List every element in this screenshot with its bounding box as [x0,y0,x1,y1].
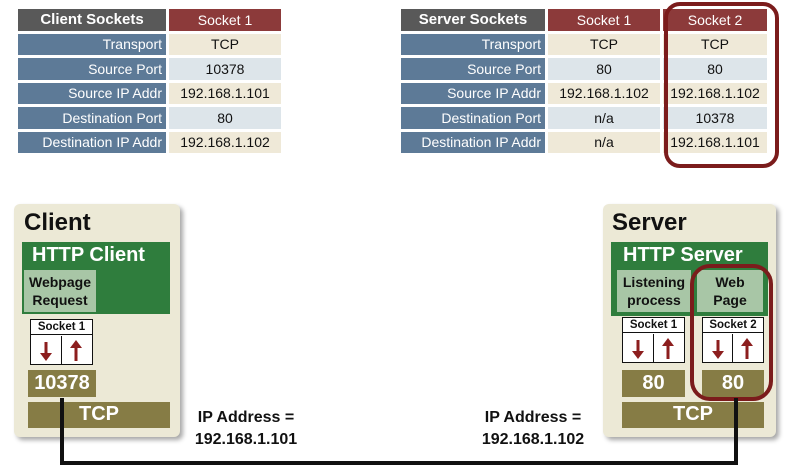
server-s1-transport: TCP [548,33,660,55]
webpage-request-line-1: Webpage [29,274,91,290]
client-s1-destination-ip: 192.168.1.102 [169,131,281,153]
client-sockets-table: Client Sockets Socket 1 Transport TCP So… [15,6,284,156]
row-label-source-ip: Source IP Addr [18,82,166,104]
client-socket-1: Socket 1 [30,319,93,365]
row-label-transport: Transport [18,33,166,55]
web-page-line-2: Page [713,292,747,308]
client-socket-arrows [40,340,82,361]
server-socket-1-header: Socket 1 [548,9,660,31]
server-port-80-webpage: 80 [702,370,764,397]
client-s1-destination-port: 80 [169,107,281,129]
server-s1-source-ip: 192.168.1.102 [548,82,660,104]
server-s1-destination-ip: n/a [548,131,660,153]
server-socket-2-label: Socket 2 [703,318,763,333]
client-host: Client HTTP Client Webpage Request Socke… [14,204,180,437]
client-port-10378: 10378 [28,370,96,397]
client-s1-source-port: 10378 [169,58,281,80]
row-label-destination-ip: Destination IP Addr [18,131,166,153]
row-label-source-port: Source Port [401,58,545,80]
server-socket-1-label: Socket 1 [623,318,684,333]
down-arrow-icon [632,340,644,359]
client-tcp-layer: TCP [28,402,170,428]
server-sockets-table: Server Sockets Socket 1 Socket 2 Transpo… [398,6,770,156]
server-socket-1: Socket 1 [622,317,685,363]
server-sockets-title: Server Sockets [401,9,545,31]
down-arrow-icon [712,340,724,359]
listening-process-box: Listening process [617,270,691,312]
client-socket-1-label: Socket 1 [31,320,92,335]
server-ip-address-label: IP Address = 192.168.1.102 [481,409,585,448]
socket-2-column-highlight [664,2,779,168]
server-title: Server [612,209,687,236]
row-label-source-port: Source Port [18,58,166,80]
row-label-transport: Transport [401,33,545,55]
webpage-request-line-2: Request [32,292,88,308]
server-socket-2-header: Socket 2 [663,9,767,31]
http-server-title: HTTP Server [623,244,743,266]
server-s1-source-port: 80 [548,58,660,80]
server-socket-2: Socket 2 [702,317,764,363]
web-page-line-1: Web [715,274,745,290]
server-s2-destination-port: 10378 [663,107,767,129]
up-arrow-icon [741,338,753,359]
webpage-request-box: Webpage Request [24,270,96,312]
listening-line-1: Listening [622,274,686,290]
socket-2-stack-highlight [690,264,773,401]
server-port-80-listening: 80 [622,370,685,397]
client-s1-source-ip: 192.168.1.101 [169,82,281,104]
client-s1-transport: TCP [169,33,281,55]
client-title: Client [24,209,91,236]
server-s1-destination-port: n/a [548,107,660,129]
up-arrow-icon [70,340,82,361]
server-s2-destination-ip: 192.168.1.101 [663,131,767,153]
row-label-destination-port: Destination Port [18,107,166,129]
server-tcp-layer: TCP [622,402,764,428]
client-ip-address-label: IP Address = 192.168.1.101 [194,409,298,448]
row-label-source-ip: Source IP Addr [401,82,545,104]
row-label-destination-port: Destination Port [401,107,545,129]
server-s2-source-ip: 192.168.1.102 [663,82,767,104]
client-socket-1-header: Socket 1 [169,9,281,31]
server-socket-2-arrows [712,338,753,359]
up-arrow-icon [662,338,674,359]
server-s2-source-port: 80 [663,58,767,80]
server-socket-1-arrows [632,338,674,359]
server-s2-transport: TCP [663,33,767,55]
http-client-title: HTTP Client [32,244,145,266]
client-sockets-title: Client Sockets [18,9,166,31]
listening-line-2: process [627,292,681,308]
row-label-destination-ip: Destination IP Addr [401,131,545,153]
down-arrow-icon [40,342,52,361]
